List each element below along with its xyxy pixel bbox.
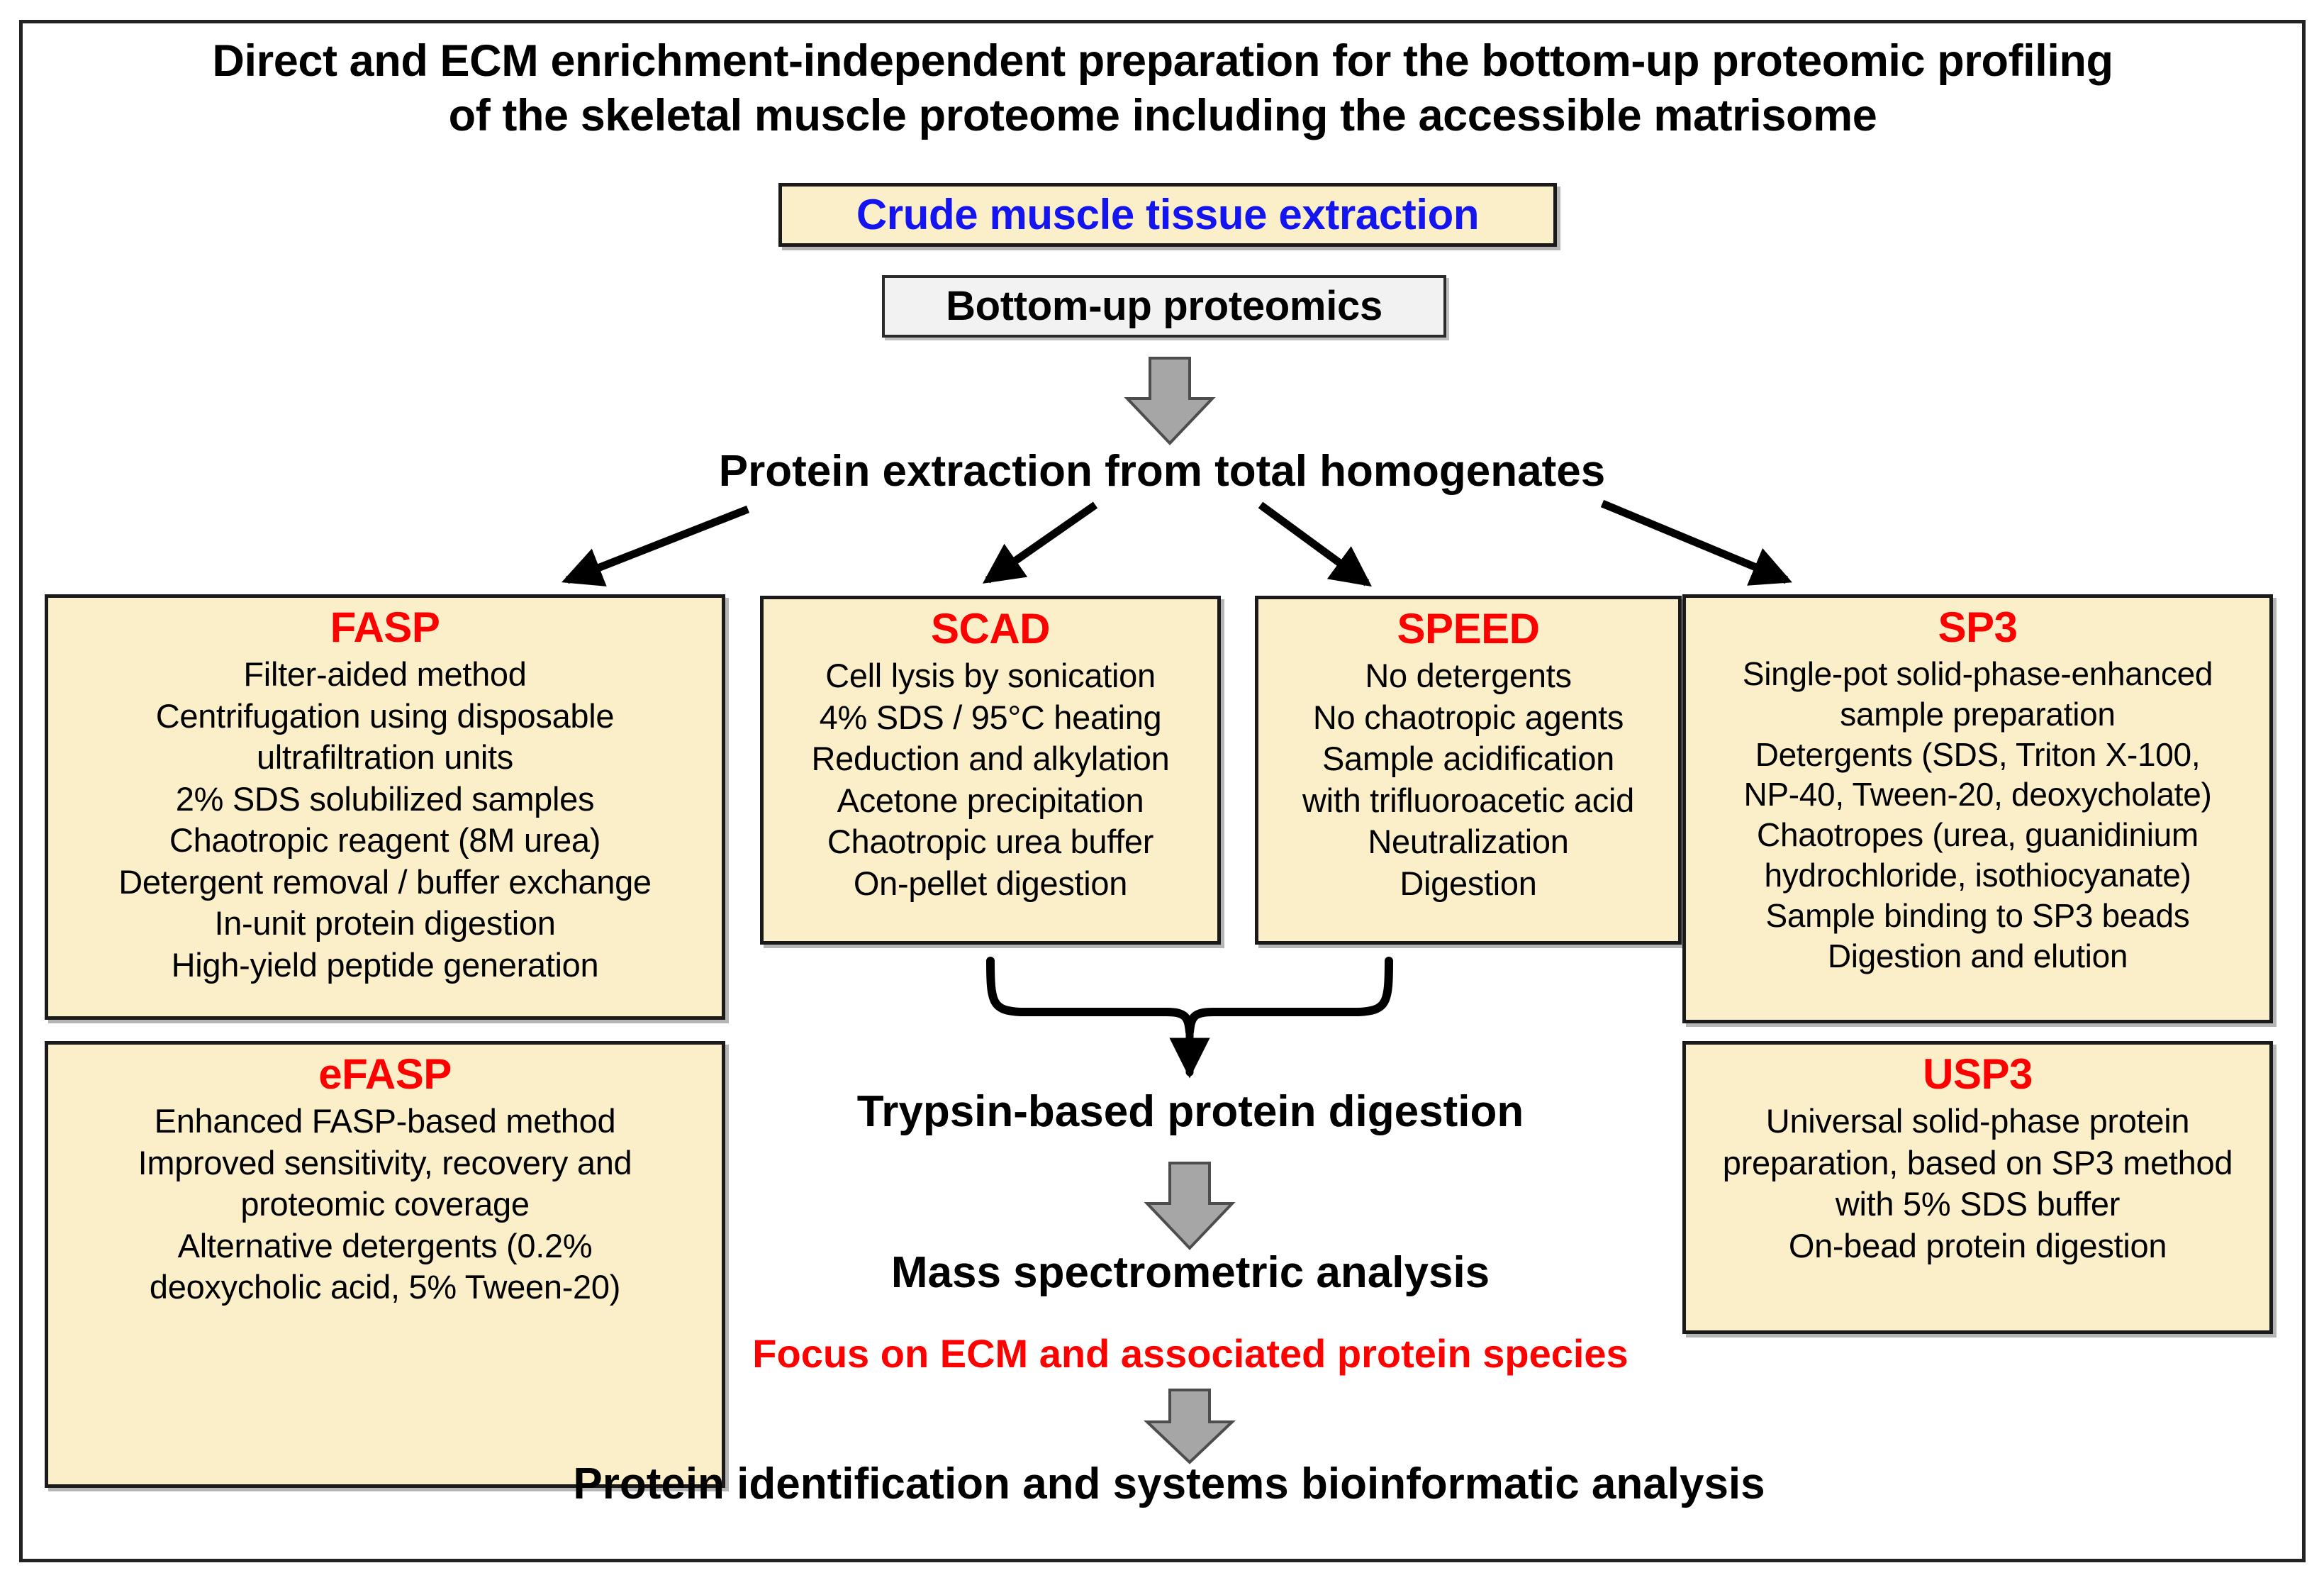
method-line: 4% SDS / 95°C heating [819,698,1162,736]
method-line: Enhanced FASP-based method [154,1102,616,1140]
step-protein-extraction: Protein extraction from total homogenate… [718,447,1606,496]
method-title-fasp: FASP [330,604,440,651]
method-line: Sample binding to SP3 beads [1765,896,2190,934]
method-line: NP-40, Tween-20, deoxycholate) [1743,776,2212,813]
method-line: Filter-aided method [243,655,527,693]
method-title-usp3: USP3 [1923,1050,2033,1098]
method-lines-speed: No detergents No chaotropic agents Sampl… [1258,655,1678,904]
method-lines-fasp: Filter-aided method Centrifugation using… [48,654,722,986]
method-line: preparation, based on SP3 method [1722,1143,2233,1181]
method-line: Cell lysis by sonication [825,657,1156,694]
figure-title: Direct and ECM enrichment-independent pr… [85,34,2240,143]
method-box-fasp: FASP Filter-aided method Centrifugation … [45,594,725,1020]
method-box-scad: SCAD Cell lysis by sonication 4% SDS / 9… [760,596,1221,945]
method-line: Detergent removal / buffer exchange [118,862,652,901]
method-line: with 5% SDS buffer [1835,1185,2121,1223]
method-line: No chaotropic agents [1312,698,1624,736]
method-title-speed: SPEED [1397,605,1540,652]
method-line: Chaotropes (urea, guanidinium [1757,816,2199,854]
method-line: Alternative detergents (0.2% [177,1226,593,1264]
figure-title-line-1: Direct and ECM enrichment-independent pr… [212,36,2113,86]
method-lines-efasp: Enhanced FASP-based method Improved sens… [48,1101,722,1308]
method-lines-sp3: Single-pot solid-phase-enhanced sample p… [1686,654,2269,976]
crude-muscle-extraction-label: Crude muscle tissue extraction [856,191,1480,238]
step-protein-identification: Protein identification and systems bioin… [573,1459,1765,1508]
method-line: No detergents [1365,657,1572,694]
method-line: Centrifugation using disposable [155,696,615,735]
method-line: On-pellet digestion [853,864,1128,902]
method-line: In-unit protein digestion [214,904,556,942]
note-focus-on-ecm: Focus on ECM and associated protein spec… [752,1331,1629,1376]
method-line: sample preparation [1840,695,2116,733]
method-line: Reduction and alkylation [811,740,1170,777]
method-box-efasp: eFASP Enhanced FASP-based method Improve… [45,1041,725,1488]
method-line: hydrochloride, isothiocyanate) [1764,856,2191,894]
method-line: deoxycholic acid, 5% Tween-20) [149,1268,621,1306]
method-line: Acetone precipitation [837,781,1144,819]
method-lines-scad: Cell lysis by sonication 4% SDS / 95°C h… [764,655,1217,904]
method-box-usp3: USP3 Universal solid-phase protein prepa… [1682,1041,2273,1334]
method-line: Digestion [1400,864,1537,902]
method-line: ultrafiltration units [256,738,514,776]
method-line: Chaotropic reagent (8M urea) [169,821,601,859]
method-line: High-yield peptide generation [171,945,599,984]
step-mass-spectrometric-analysis: Mass spectrometric analysis [890,1248,1490,1297]
method-line: Sample acidification [1322,740,1614,777]
method-line: 2% SDS solubilized samples [175,779,595,818]
method-lines-usp3: Universal solid-phase protein preparatio… [1686,1101,2269,1267]
method-box-sp3: SP3 Single-pot solid-phase-enhanced samp… [1682,594,2273,1023]
method-line: Chaotropic urea buffer [827,823,1154,860]
method-line: proteomic coverage [240,1185,530,1223]
method-line: Universal solid-phase protein [1765,1102,2190,1140]
method-title-scad: SCAD [930,605,1051,652]
step-trypsin-digestion: Trypsin-based protein digestion [856,1087,1524,1136]
method-line: On-bead protein digestion [1788,1226,2167,1264]
method-line: Improved sensitivity, recovery and [138,1143,632,1181]
method-line: Digestion and elution [1827,937,2128,974]
bottom-up-proteomics-label: Bottom-up proteomics [946,283,1382,329]
bottom-up-proteomics-box: Bottom-up proteomics [882,275,1446,338]
method-title-efasp: eFASP [318,1050,452,1098]
figure-title-line-2: of the skeletal muscle proteome includin… [448,90,1877,140]
method-line: Single-pot solid-phase-enhanced [1742,655,2213,692]
method-line: Neutralization [1368,823,1569,860]
crude-muscle-extraction-box: Crude muscle tissue extraction [778,183,1557,247]
method-line: with trifluoroacetic acid [1302,781,1634,819]
method-line: Detergents (SDS, Triton X-100, [1755,735,2201,773]
method-title-sp3: SP3 [1938,604,2018,651]
method-box-speed: SPEED No detergents No chaotropic agents… [1255,596,1682,945]
